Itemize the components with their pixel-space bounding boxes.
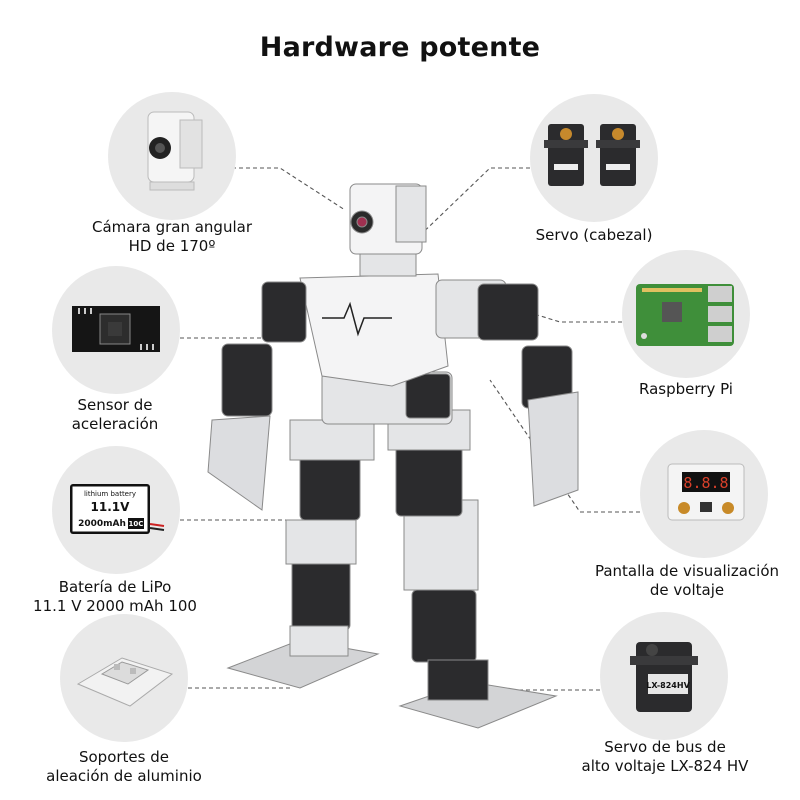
leader-camera: [232, 167, 346, 211]
right-knee-servo: [395, 445, 463, 517]
svg-text:10C: 10C: [129, 520, 144, 528]
bus-servo-circle: LX-824HV: [600, 612, 728, 740]
servo-head-label: Servo (cabezal): [535, 226, 653, 244]
servo-head-circle: [530, 94, 658, 222]
voltage-display-icon: 8.8.8: [667, 463, 745, 521]
raspberry-circle: [622, 250, 750, 378]
camera-module-icon: [147, 111, 203, 191]
battery-circle: lithium battery 11.1V 2000mAh 10C: [52, 446, 180, 574]
torso: [299, 273, 449, 387]
raspberry-pi-board-icon: [636, 284, 734, 346]
voltage-circle: 8.8.8: [640, 430, 768, 558]
camera-circle: [108, 92, 236, 220]
svg-text:lithium battery: lithium battery: [84, 490, 136, 498]
right-shin-servo: [411, 589, 477, 663]
raspberry-label: Raspberry Pi: [639, 380, 733, 398]
servo-pair-icon: [544, 124, 640, 186]
leader-voltage: [489, 379, 640, 513]
bracket-circle: [60, 614, 188, 742]
battery-icon: lithium battery 11.1V 2000mAh 10C: [70, 484, 165, 534]
page-title: Hardware potente: [259, 32, 541, 63]
svg-text:11.1V: 11.1V: [91, 500, 131, 514]
svg-text:2000mAh: 2000mAh: [78, 519, 126, 529]
accel-circle: [52, 266, 180, 394]
left-hand: [207, 415, 271, 511]
svg-text:8.8.8: 8.8.8: [683, 474, 728, 492]
bracket-icon: [76, 657, 174, 707]
right-hand: [527, 391, 579, 507]
leader-servo-head: [409, 167, 530, 246]
svg-text:LX-824HV: LX-824HV: [646, 681, 690, 690]
bus-servo-icon: LX-824HV: [630, 642, 698, 712]
chip-icon: [72, 306, 160, 352]
left-shin-servo: [291, 559, 351, 631]
